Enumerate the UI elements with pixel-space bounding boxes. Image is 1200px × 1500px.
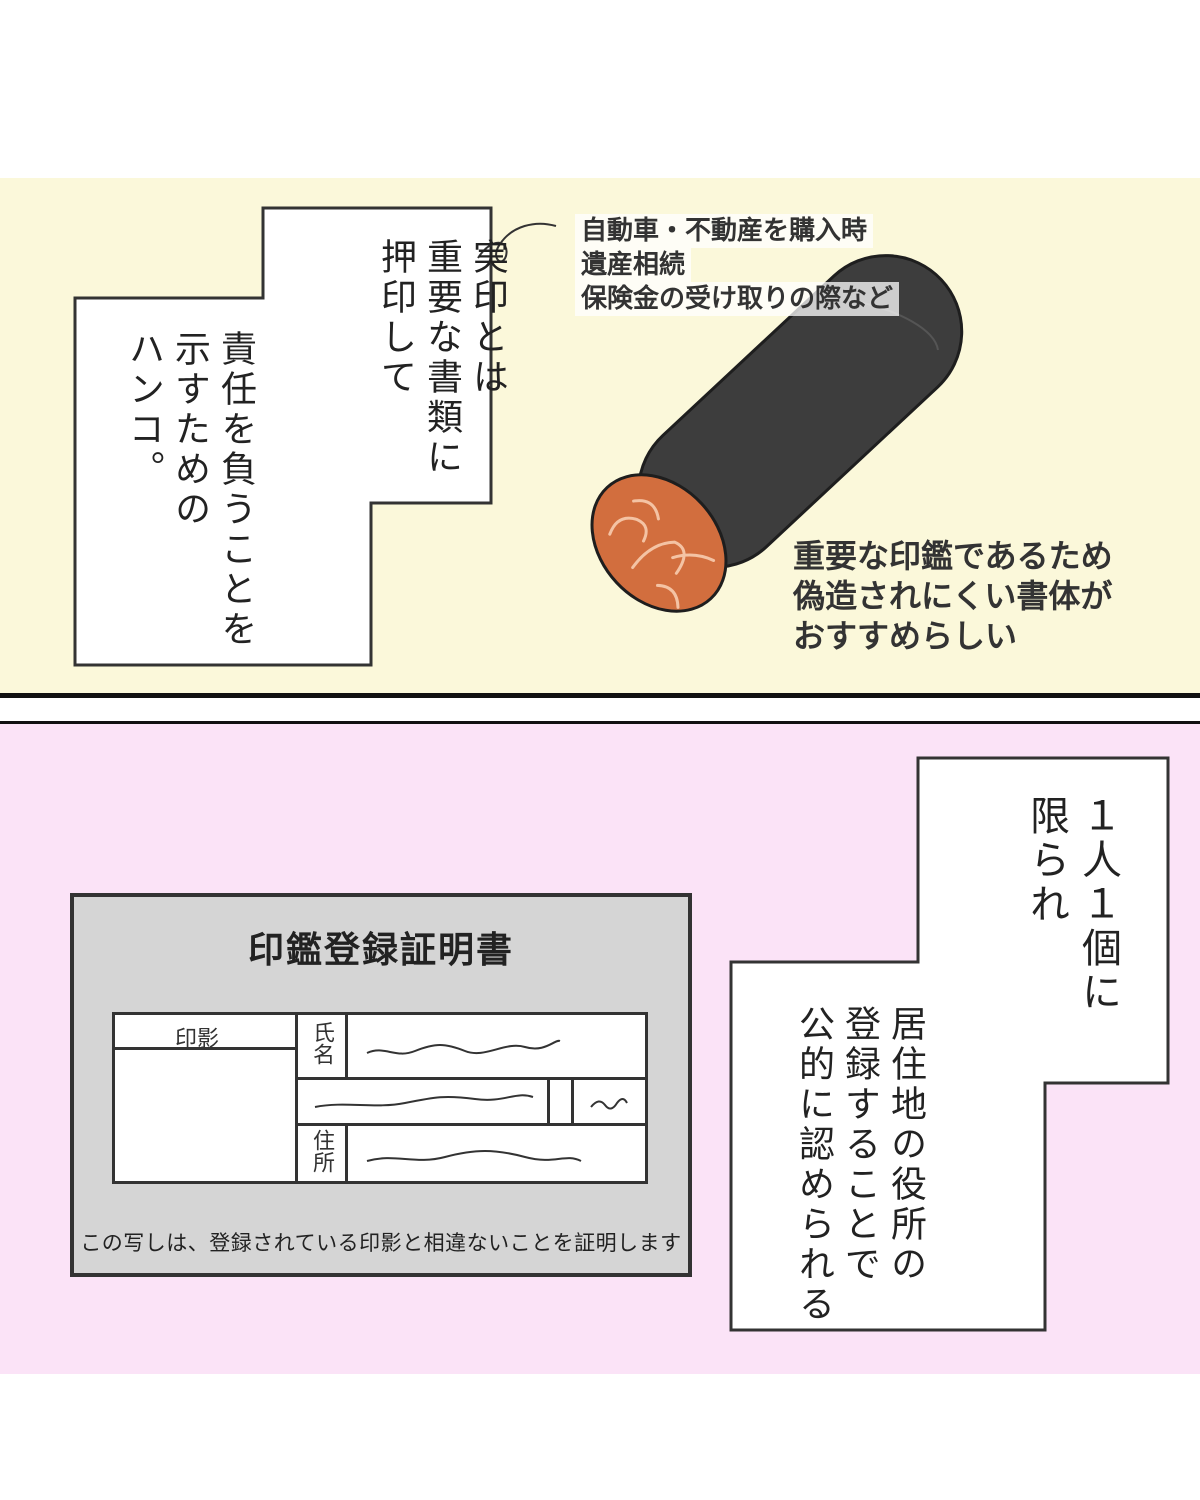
certificate-footer-text: この写しは、登録されている印影と相違ないことを証明します [80, 1231, 682, 1255]
note-typeface-line: 偽造されにくい書体が [793, 577, 1113, 615]
seal-registration-certificate: 印鑑登録証明書 印影 氏名 住所 この写しは、登録されている印影と相違ないことを… [70, 893, 692, 1277]
certificate-title: 印鑑登録証明書 [247, 930, 514, 971]
handwriting-scribbles [314, 1039, 628, 1162]
name-label: 氏名 [309, 1021, 334, 1065]
certificate-table: 印影 氏名 住所 [112, 1012, 648, 1184]
note-typeface-line: 重要な印鑑であるため [793, 537, 1113, 575]
table-divider [295, 1123, 645, 1126]
table-divider [571, 1077, 574, 1123]
note-usage-line: 自動車・不動産を購入時 [575, 214, 874, 248]
table-divider [115, 1047, 295, 1050]
note-usage: 自動車・不動産を購入時 遺産相続 保険金の受け取りの際など [575, 214, 900, 316]
seal-impression-label: 印影 [175, 1027, 220, 1052]
table-divider [345, 1015, 348, 1077]
table-divider [295, 1015, 298, 1181]
address-label: 住所 [309, 1129, 334, 1173]
note-typeface-line: おすすめらしい [793, 617, 1018, 655]
caption-top-right: 実印とは 重要な書類に 押印して [375, 238, 508, 478]
caption-top-left: 責任を負うことを 示すための ハンコ。 [123, 330, 256, 650]
caption-bottom-left: 居住地の役所の 登録することで 公的に認められる [793, 1005, 926, 1325]
note-usage-line: 遺産相続 [575, 248, 692, 282]
caption-bottom-right: １人１個に 限られ [1023, 795, 1121, 1015]
note-usage-line: 保険金の受け取りの際など [575, 282, 900, 316]
panel-border-top [0, 693, 1200, 698]
panel-border-bottom [0, 721, 1200, 726]
note-typeface: 重要な印鑑であるため 偽造されにくい書体が おすすめらしい [793, 536, 1113, 656]
table-divider [547, 1077, 550, 1123]
table-divider [295, 1077, 645, 1080]
table-divider [345, 1123, 348, 1181]
